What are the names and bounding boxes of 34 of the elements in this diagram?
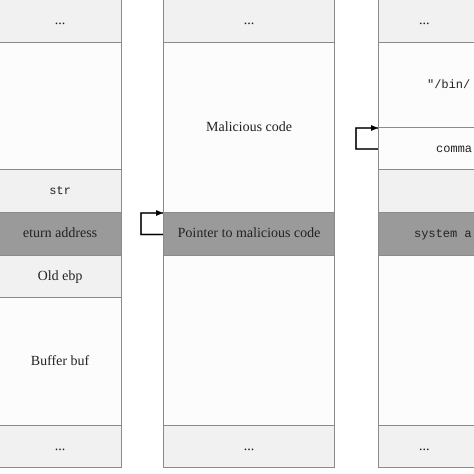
cell-label: Malicious code: [206, 120, 292, 136]
stack-cell: [163, 43, 335, 213]
cell-label: eturn address: [22, 226, 98, 242]
stack-cell: [0, 0, 122, 43]
pointer-arrow: [355, 125, 378, 150]
stack-cell: [0, 213, 122, 256]
cell-label: str: [49, 184, 71, 198]
stack-cell: [0, 426, 122, 468]
stack-cell: [0, 256, 122, 298]
cell-label: system a: [414, 227, 472, 241]
stack-cell: [378, 426, 474, 468]
stack-cell: [0, 298, 122, 426]
cell-label: ...: [244, 13, 254, 29]
cell-label: "/bin/: [427, 78, 470, 92]
stack-cell: [163, 0, 335, 43]
cell-label: ...: [54, 438, 66, 454]
cell-label: Buffer buf: [30, 354, 90, 370]
stack-cell: [378, 128, 474, 170]
cell-label: Old ebp: [38, 268, 82, 284]
cell-label: comma: [436, 142, 472, 156]
stack-cell: [378, 43, 474, 128]
cell-label: ...: [244, 438, 254, 454]
stack-cell: [0, 170, 122, 213]
empty-stack-cell: [378, 170, 474, 213]
cell-label: ...: [419, 438, 430, 454]
cell-label: ...: [54, 13, 66, 29]
pointer-arrow: [140, 210, 163, 236]
cell-label: ...: [419, 13, 430, 29]
stack-cell: [378, 0, 474, 43]
stack-cell: [378, 213, 474, 256]
stack-cell: [163, 213, 335, 256]
empty-stack-cell: [163, 256, 335, 426]
cell-label: Pointer to malicious code: [178, 226, 320, 242]
stack-cell: [163, 426, 335, 468]
